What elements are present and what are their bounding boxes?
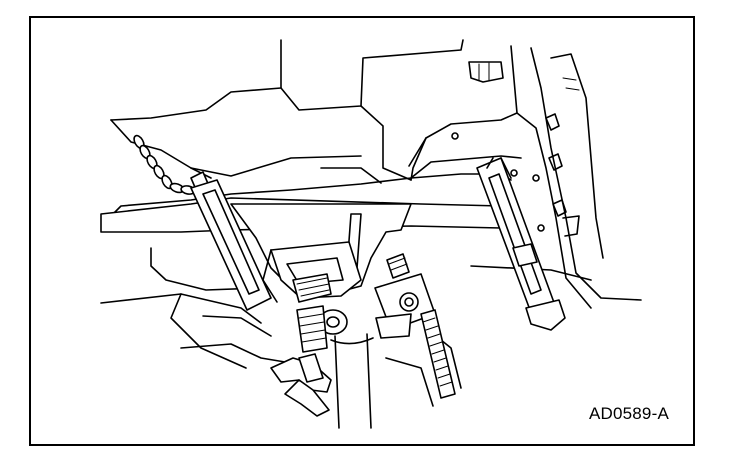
right-slotted-arm [476, 157, 566, 331]
clamp-block [374, 253, 456, 399]
safety-chain [133, 134, 210, 195]
figure-frame: AD0589-A [29, 16, 695, 446]
t-handle [270, 353, 332, 417]
left-slotted-arm [190, 179, 272, 311]
figure-code-label: AD0589-A [588, 404, 669, 423]
transmission-jack-adapter-illustration [100, 39, 642, 429]
jack-swivel-head [292, 273, 374, 429]
